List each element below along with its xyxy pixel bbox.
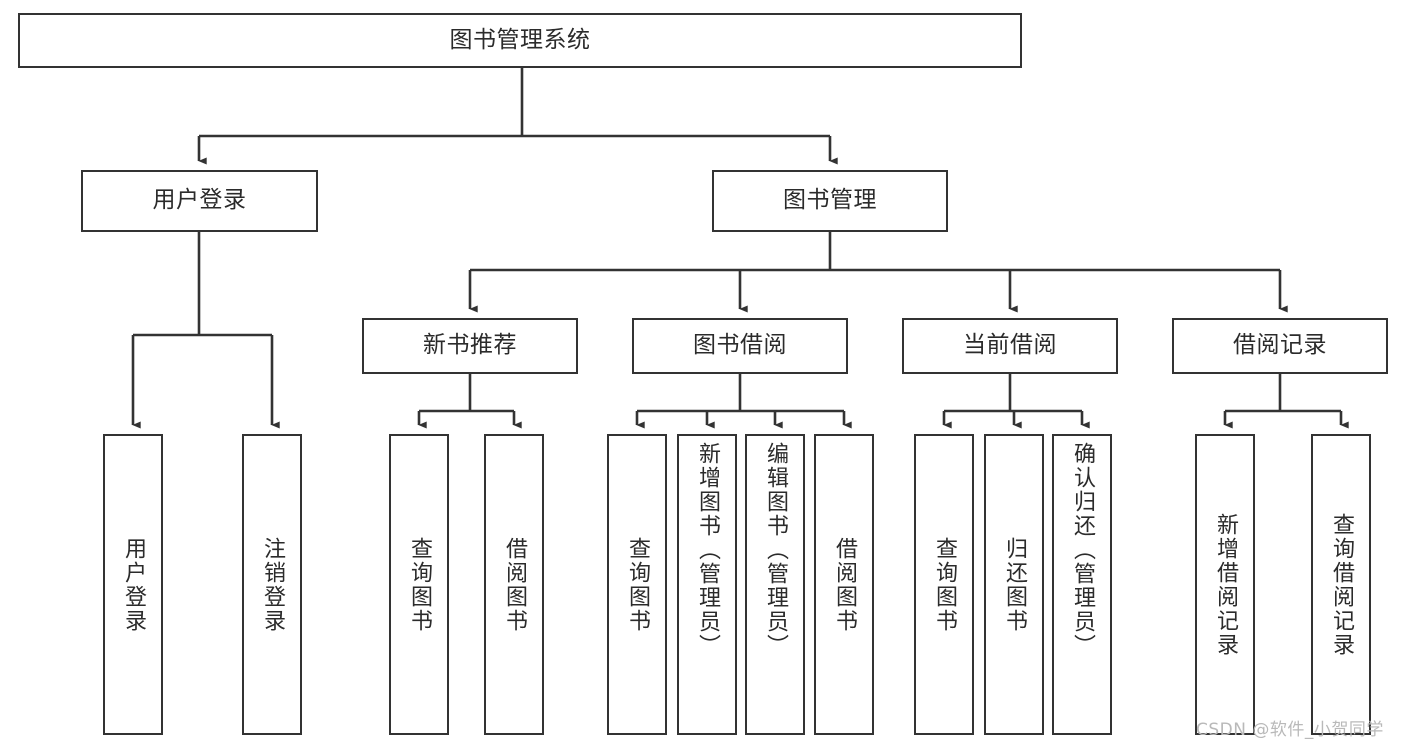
leaf-confirm-return-admin[interactable]: 确认归还（管理员） <box>1052 434 1112 735</box>
leaf-return-book-label: 归还图书 <box>1001 536 1027 633</box>
node-new-book-recommend[interactable]: 新书推荐 <box>362 318 578 374</box>
leaf-edit-book-admin-label: 编辑图书（管理员） <box>762 442 788 658</box>
leaf-borrow-book-label: 借阅图书 <box>831 536 857 633</box>
leaf-add-book-admin[interactable]: 新增图书（管理员） <box>677 434 737 735</box>
leaf-query-book-borrow[interactable]: 查询图书 <box>607 434 667 735</box>
leaf-query-book-current[interactable]: 查询图书 <box>914 434 974 735</box>
node-current-borrow[interactable]: 当前借阅 <box>902 318 1118 374</box>
node-user-login-label: 用户登录 <box>152 187 247 214</box>
leaf-borrow-book-rec-label: 借阅图书 <box>501 536 527 633</box>
leaf-query-book-borrow-label: 查询图书 <box>624 536 650 633</box>
leaf-add-borrow-record[interactable]: 新增借阅记录 <box>1195 434 1255 735</box>
leaf-logout-login[interactable]: 注销登录 <box>242 434 302 735</box>
leaf-query-borrow-record[interactable]: 查询借阅记录 <box>1311 434 1371 735</box>
node-book-management[interactable]: 图书管理 <box>712 170 948 232</box>
leaf-user-login-label: 用户登录 <box>120 536 146 633</box>
node-current-borrow-label: 当前借阅 <box>963 332 1057 359</box>
leaf-query-book-current-label: 查询图书 <box>931 536 957 633</box>
node-borrow-records[interactable]: 借阅记录 <box>1172 318 1388 374</box>
node-user-login[interactable]: 用户登录 <box>81 170 318 232</box>
leaf-query-book-rec[interactable]: 查询图书 <box>389 434 449 735</box>
node-book-borrow[interactable]: 图书借阅 <box>632 318 848 374</box>
node-book-borrow-label: 图书借阅 <box>693 332 787 359</box>
leaf-edit-book-admin[interactable]: 编辑图书（管理员） <box>745 434 805 735</box>
leaf-borrow-book-rec[interactable]: 借阅图书 <box>484 434 544 735</box>
leaf-return-book[interactable]: 归还图书 <box>984 434 1044 735</box>
leaf-query-borrow-record-label: 查询借阅记录 <box>1328 512 1354 657</box>
leaf-user-login[interactable]: 用户登录 <box>103 434 163 735</box>
csdn-watermark: CSDN @软件_小贺同学 <box>1196 720 1384 740</box>
node-root[interactable]: 图书管理系统 <box>18 13 1022 68</box>
leaf-logout-login-label: 注销登录 <box>259 536 285 633</box>
leaf-borrow-book[interactable]: 借阅图书 <box>814 434 874 735</box>
leaf-add-book-admin-label: 新增图书（管理员） <box>694 442 720 658</box>
leaf-confirm-return-admin-label: 确认归还（管理员） <box>1069 442 1095 658</box>
leaf-add-borrow-record-label: 新增借阅记录 <box>1212 512 1238 657</box>
node-borrow-records-label: 借阅记录 <box>1233 332 1327 359</box>
leaf-query-book-rec-label: 查询图书 <box>406 536 432 633</box>
node-new-book-recommend-label: 新书推荐 <box>423 332 517 359</box>
node-root-label: 图书管理系统 <box>449 26 591 53</box>
node-book-management-label: 图书管理 <box>783 187 877 214</box>
